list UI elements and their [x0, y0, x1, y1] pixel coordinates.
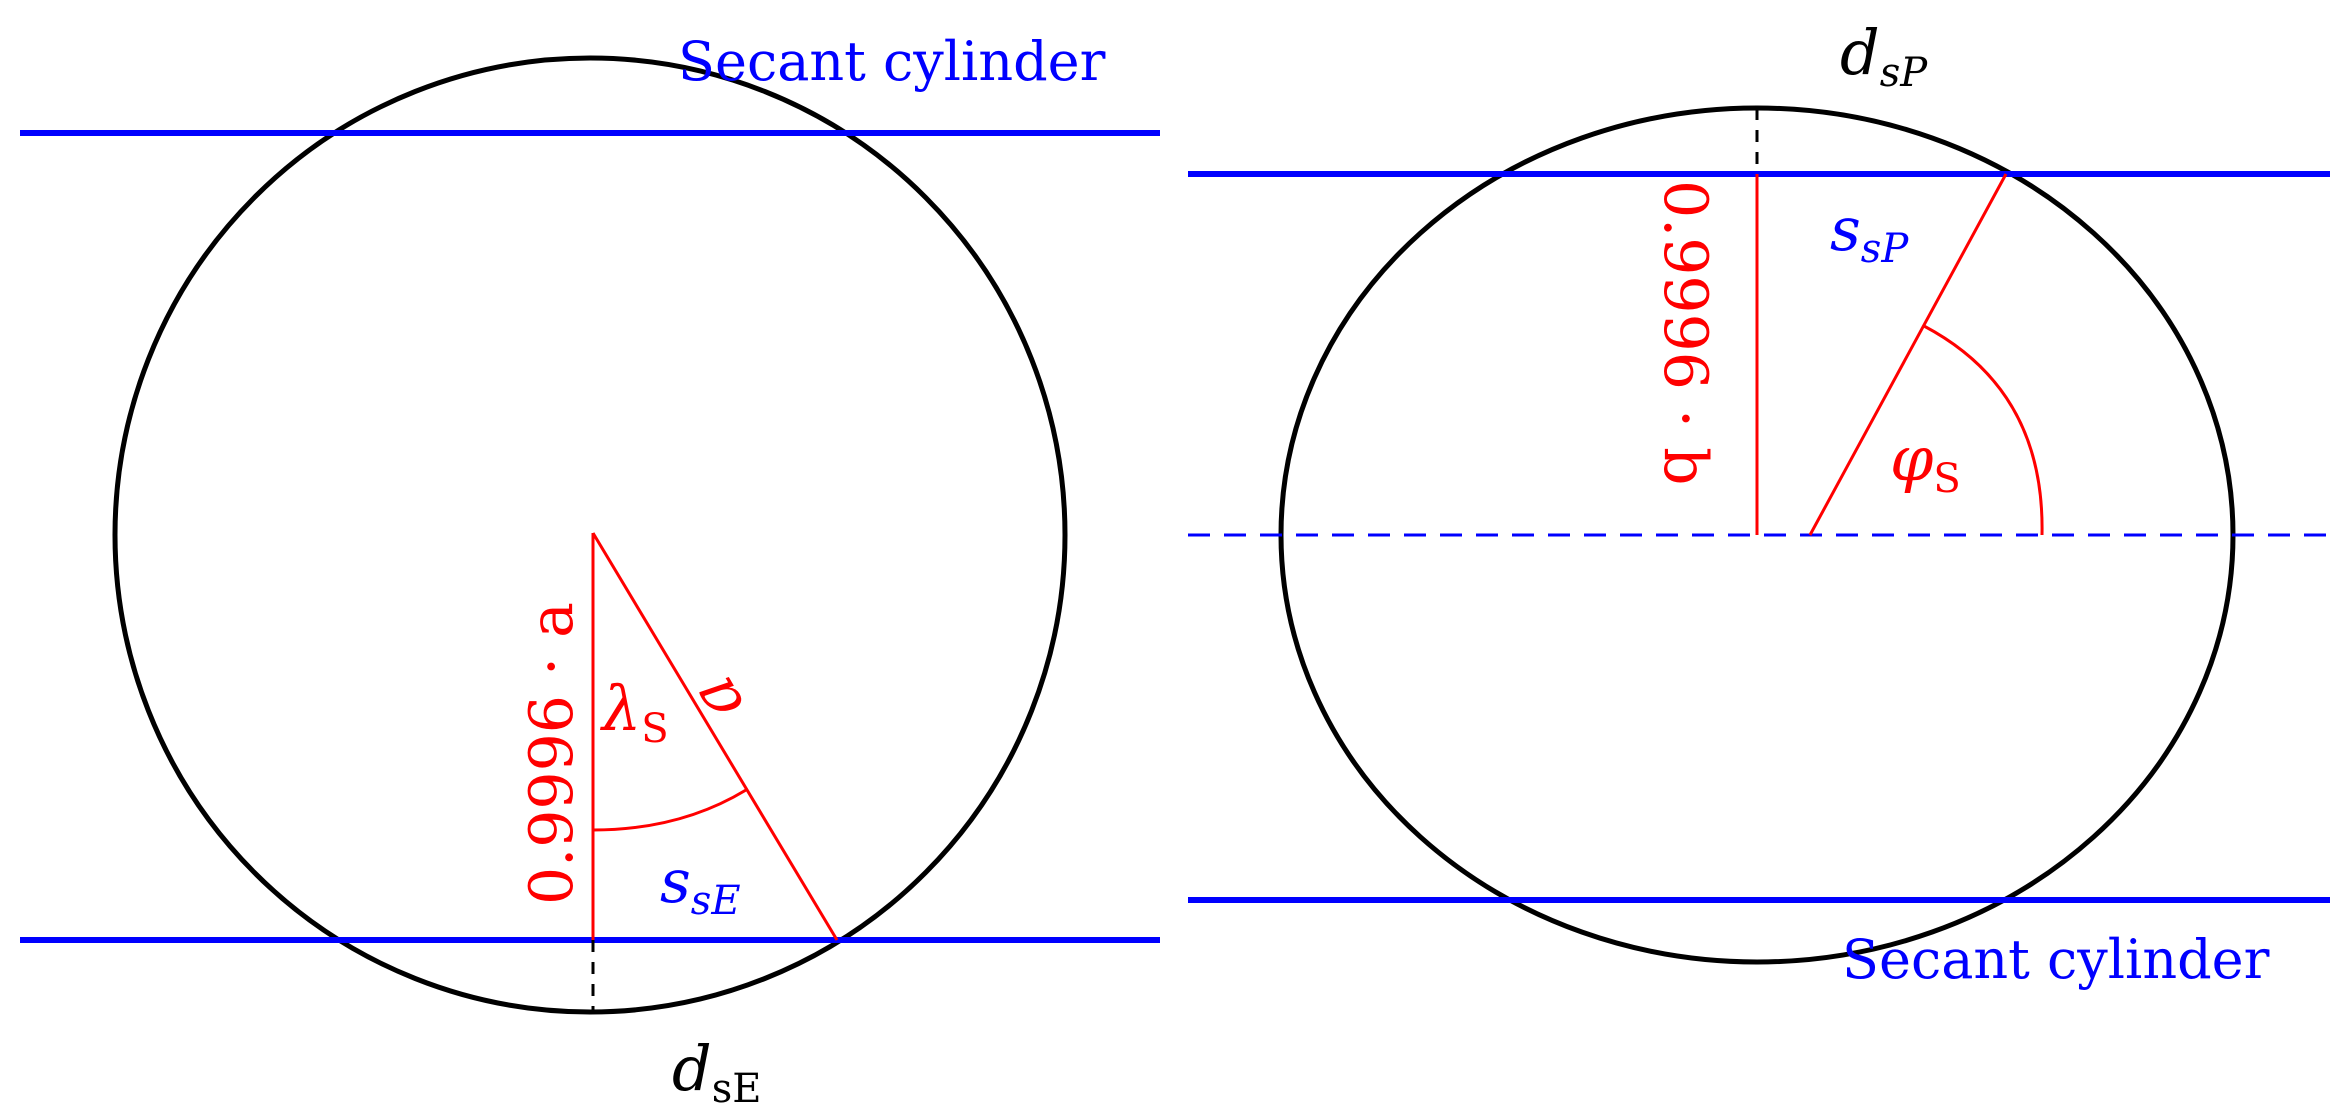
left-angle-label: λS [599, 672, 669, 752]
right-panel: dsP 0.9996 · b ssP φS Secant cylinder [1188, 16, 2330, 991]
left-offset-label: dsE [672, 1032, 761, 1112]
right-angle-arc [1923, 324, 2044, 536]
left-circle [112, 55, 1068, 1015]
right-offset-sub: sP [1880, 50, 1929, 96]
left-angle-base: λ [599, 672, 641, 745]
right-distance-label: ssP [1830, 195, 1909, 272]
right-angle-base: φ [1890, 422, 1934, 495]
left-distance-base: s [660, 847, 691, 917]
right-height-label: 0.9996 · b [1650, 180, 1720, 486]
right-title: Secant cylinder [1842, 928, 2270, 991]
left-angle-arc [592, 788, 747, 832]
right-offset-label: dsP [1840, 16, 1928, 96]
right-distance-sub: sP [1861, 226, 1910, 272]
left-panel: Secant cylinder 0.9996 · a a λS ssE dsE [20, 30, 1160, 1112]
right-distance-base: s [1830, 195, 1861, 265]
right-slanted-line [1808, 173, 2008, 536]
left-angle-sub: S [641, 706, 668, 752]
left-offset-base: d [672, 1032, 712, 1105]
right-angle-label: φS [1890, 422, 1961, 502]
left-offset-sub: sE [712, 1066, 762, 1112]
right-offset-base: d [1840, 16, 1880, 89]
left-distance-label: ssE [660, 847, 741, 924]
right-angle-sub: S [1933, 456, 1960, 502]
left-distance-sub: sE [691, 878, 741, 924]
left-height-label: 0.9996 · a [517, 602, 587, 905]
left-radius-label: a [676, 664, 759, 734]
left-title: Secant cylinder [678, 30, 1106, 93]
left-slanted-radius [591, 532, 839, 941]
